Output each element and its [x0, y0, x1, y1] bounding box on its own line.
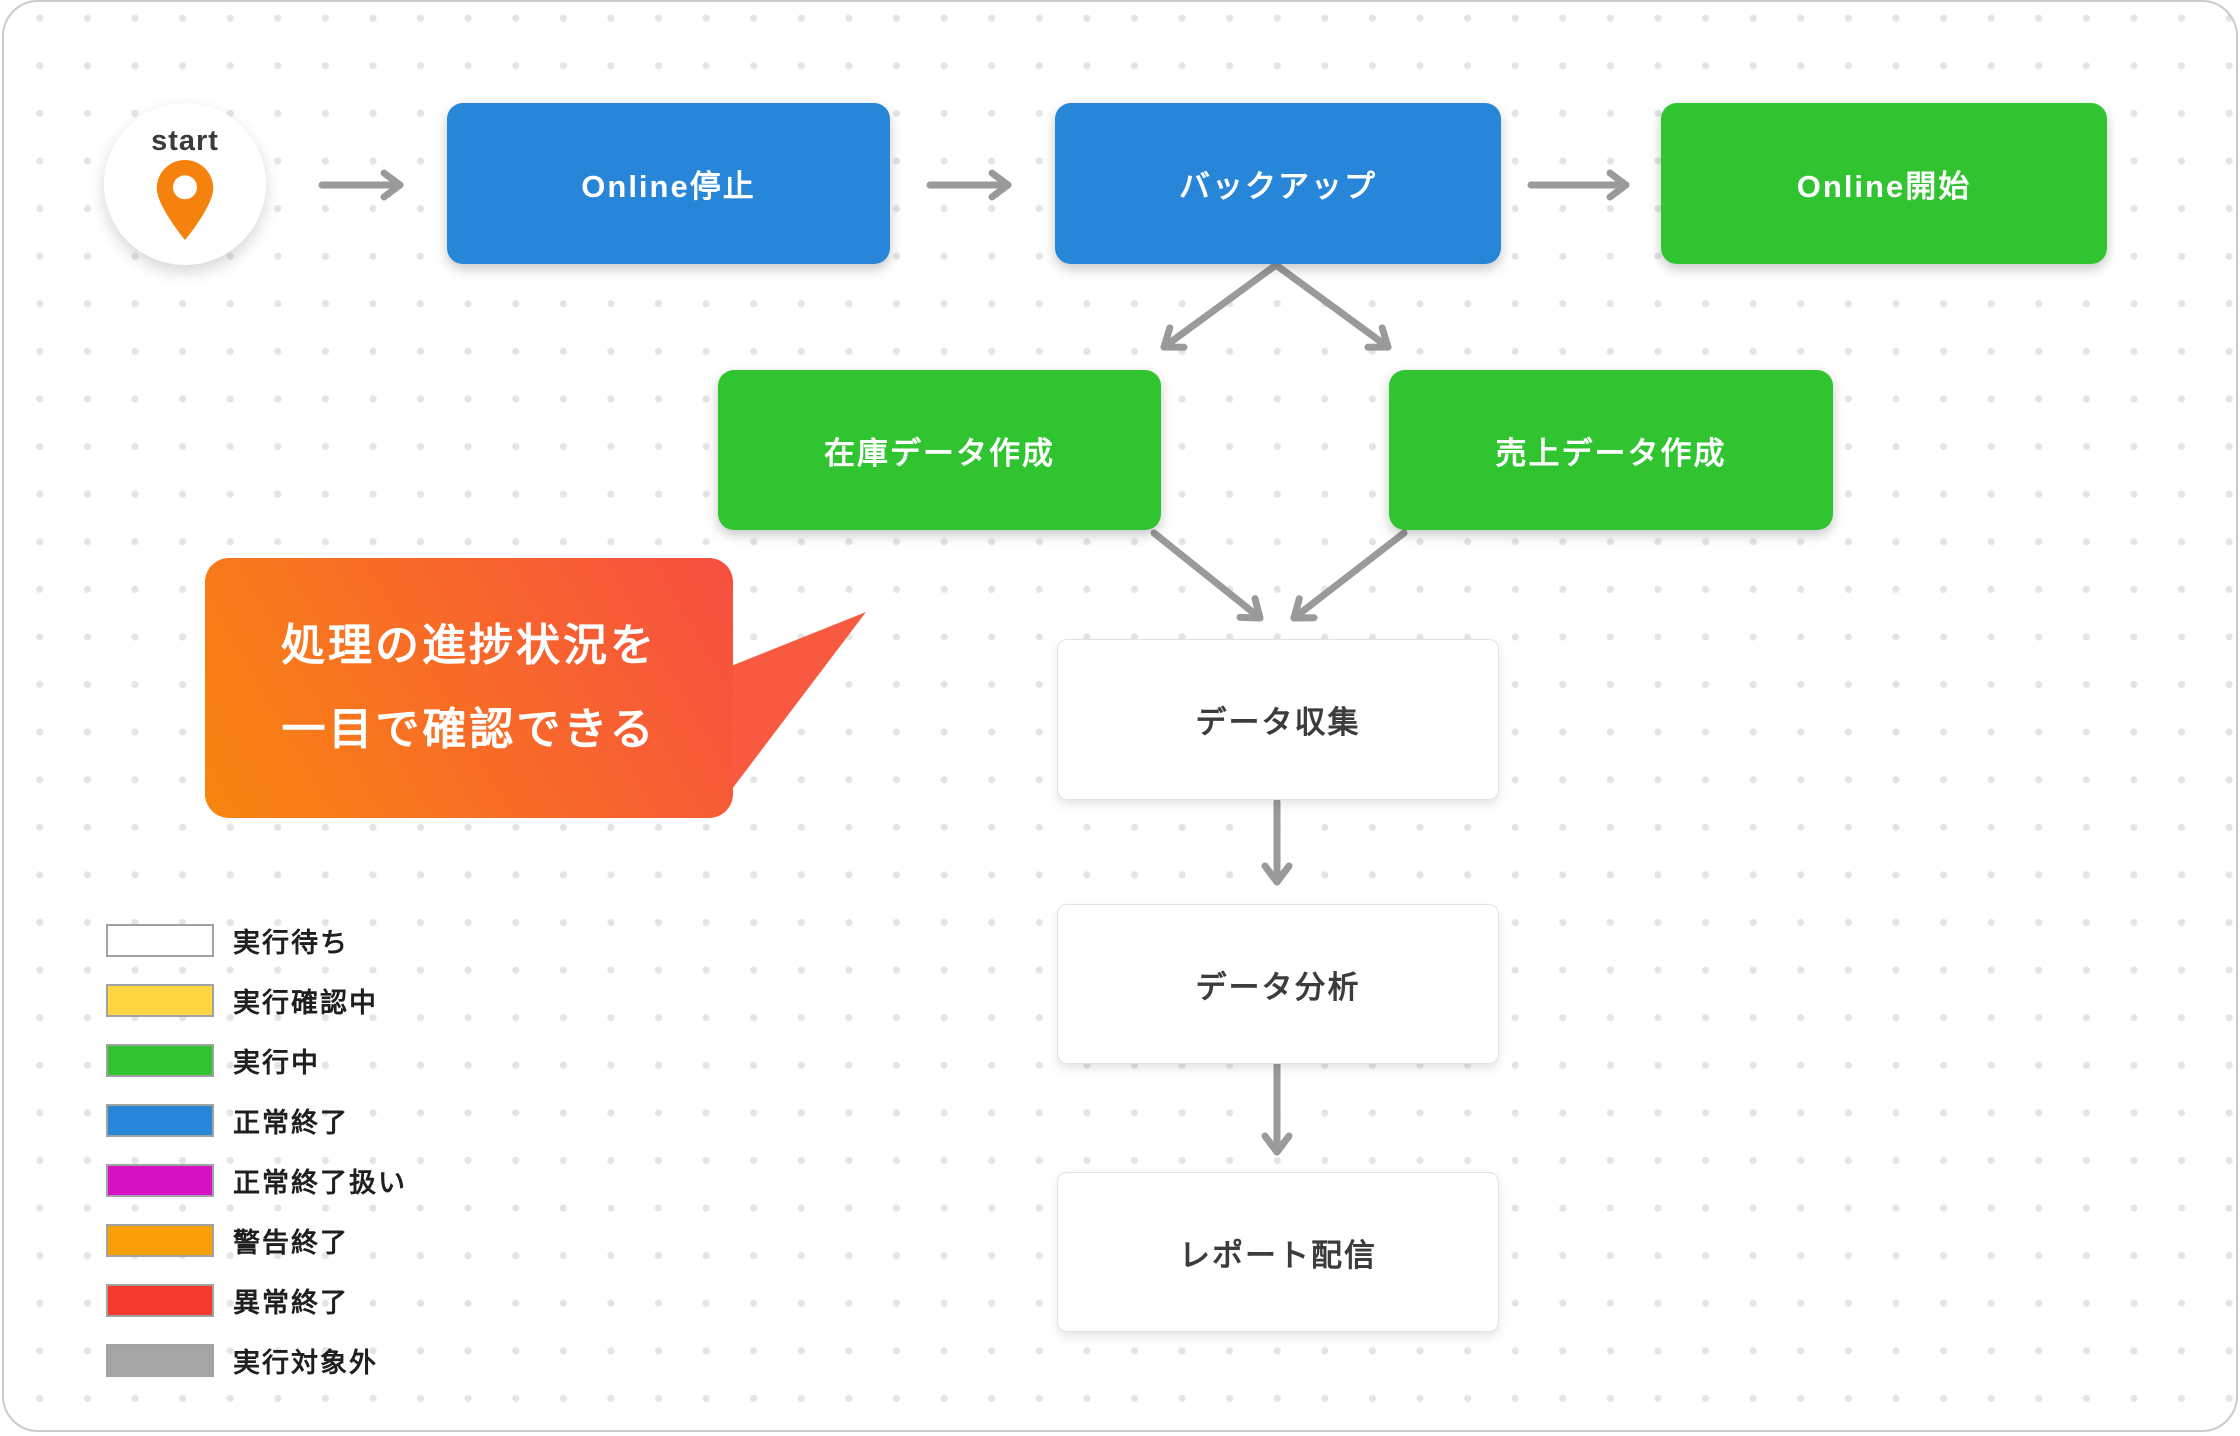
legend-swatch — [106, 1044, 214, 1077]
node-online-stop: Online停止 — [447, 103, 890, 264]
node-stock-data: 在庫データ作成 — [718, 370, 1161, 530]
legend-row: 実行待ち — [106, 921, 407, 960]
status-legend: 実行待ち 実行確認中 実行中 正常終了 正常終了扱い 警告終了 異常終了 実行 — [106, 921, 407, 1380]
legend-label: 実行確認中 — [233, 988, 378, 1018]
legend-row: 実行対象外 — [106, 1341, 407, 1380]
arrow-backup-to-stock — [1160, 261, 1280, 351]
start-node: start — [104, 103, 266, 265]
legend-row: 正常終了扱い — [106, 1161, 407, 1200]
node-online-start: Online開始 — [1661, 103, 2107, 264]
node-backup: バックアップ — [1055, 103, 1501, 264]
legend-label: 実行待ち — [233, 928, 349, 958]
node-label: Online開始 — [1796, 169, 1972, 204]
legend-label: 実行中 — [233, 1048, 320, 1078]
map-pin-icon — [156, 160, 214, 240]
start-node-label: start — [151, 125, 219, 157]
legend-swatch — [106, 1284, 214, 1317]
legend-swatch — [106, 924, 214, 957]
callout-line1: 処理の進捗状況を — [281, 621, 657, 670]
node-data-analyze: データ分析 — [1057, 904, 1499, 1064]
node-label: データ分析 — [1195, 969, 1361, 1005]
arrow-backup-to-sales — [1272, 261, 1392, 351]
node-sales-data: 売上データ作成 — [1389, 370, 1833, 530]
node-label: バックアップ — [1179, 169, 1377, 204]
legend-row: 正常終了 — [106, 1101, 407, 1140]
legend-label: 実行対象外 — [233, 1348, 378, 1378]
node-label: 売上データ作成 — [1495, 435, 1727, 471]
node-label: 在庫データ作成 — [824, 435, 1055, 471]
legend-swatch — [106, 1224, 214, 1257]
arrow-stock-to-collect — [1150, 529, 1264, 622]
legend-row: 異常終了 — [106, 1281, 407, 1320]
node-label: レポート配信 — [1179, 1237, 1377, 1273]
callout-line2: 一目で確認できる — [281, 705, 657, 754]
legend-row: 実行中 — [106, 1041, 407, 1080]
node-data-collect: データ収集 — [1057, 639, 1499, 800]
legend-label: 正常終了 — [233, 1108, 349, 1138]
legend-label: 警告終了 — [233, 1228, 349, 1258]
node-report-delivery: レポート配信 — [1057, 1172, 1499, 1332]
legend-label: 異常終了 — [233, 1288, 349, 1318]
arrow-sales-to-collect — [1290, 529, 1408, 622]
legend-swatch — [106, 984, 214, 1017]
node-label: データ収集 — [1195, 705, 1361, 740]
legend-row: 実行確認中 — [106, 981, 407, 1020]
legend-swatch — [106, 1344, 214, 1377]
legend-swatch — [106, 1104, 214, 1137]
legend-label: 正常終了扱い — [233, 1168, 407, 1198]
legend-swatch — [106, 1164, 214, 1197]
legend-row: 警告終了 — [106, 1221, 407, 1260]
callout-bubble: 処理の進捗状況を 一目で確認できる — [205, 558, 733, 818]
callout-tail — [726, 612, 866, 797]
node-label: Online停止 — [581, 169, 756, 204]
